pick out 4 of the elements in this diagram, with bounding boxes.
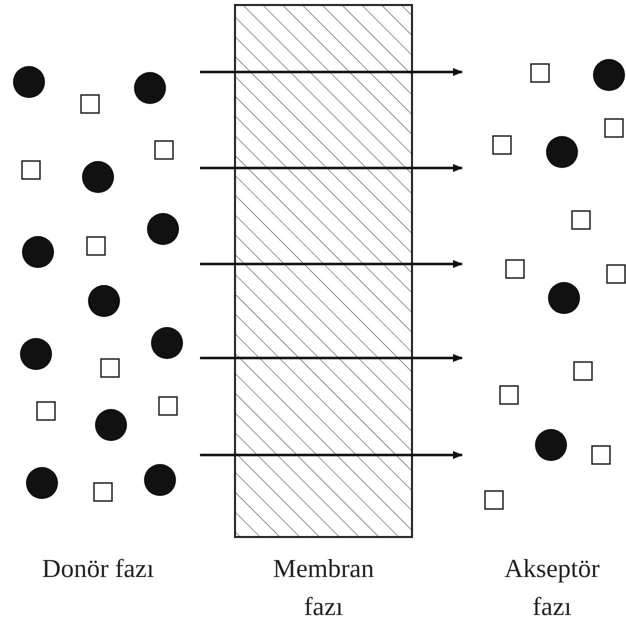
phase-label: Akseptör fazı [503,553,601,623]
phase-label: Donör fazı [41,553,155,585]
membrane-slab [234,4,413,538]
phase-label: Membran fazı [272,553,376,623]
